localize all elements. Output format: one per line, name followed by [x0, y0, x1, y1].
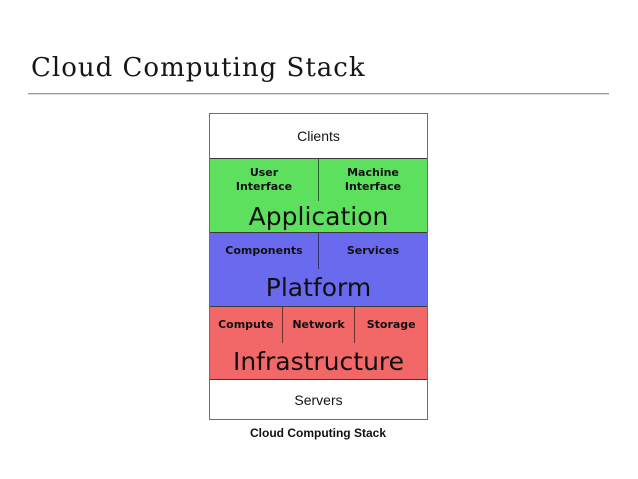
cell-machine-interface: Machine Interface: [318, 159, 427, 201]
infrastructure-label: Infrastructure: [232, 346, 405, 376]
cell-label-line: Compute: [218, 317, 274, 331]
cell-user-interface: User Interface: [210, 159, 318, 201]
cell-services: Services: [318, 233, 427, 269]
diagram-caption: Cloud Computing Stack: [250, 426, 386, 440]
page-title: Cloud Computing Stack: [31, 53, 366, 83]
cell-components: Components: [210, 233, 318, 269]
cell-label-line: Machine: [347, 165, 399, 179]
layer-infrastructure: Compute Network Storage Infrastructure: [210, 307, 427, 380]
layer-application: User Interface Machine Interface Applica…: [210, 159, 427, 233]
servers-label: Servers: [294, 391, 343, 408]
cell-network: Network: [281, 307, 355, 343]
cell-compute: Compute: [210, 307, 282, 343]
cell-label-line: Services: [346, 243, 400, 257]
platform-cells-row: Components Services: [210, 233, 427, 269]
cell-label-line: Components: [225, 243, 303, 257]
infrastructure-cells-row: Compute Network Storage: [210, 307, 427, 343]
clients-label: Clients: [297, 128, 340, 144]
title-divider: [28, 93, 609, 94]
cell-label-line: User: [249, 165, 279, 179]
cell-label-line: Storage: [366, 317, 416, 331]
cell-label-line: Interface: [235, 180, 293, 193]
application-cells-row: User Interface Machine Interface: [210, 159, 427, 201]
cell-label-line: Network: [292, 317, 345, 331]
layer-servers: Servers: [210, 380, 427, 419]
application-label: Application: [248, 202, 389, 231]
cell-storage: Storage: [354, 307, 427, 343]
platform-label: Platform: [265, 273, 372, 302]
layer-clients: Clients: [210, 114, 427, 159]
cell-label-line: Interface: [344, 180, 402, 193]
cloud-stack-diagram: Clients User Interface Machine Interface…: [209, 113, 428, 420]
layer-platform: Components Services Platform: [210, 233, 427, 307]
